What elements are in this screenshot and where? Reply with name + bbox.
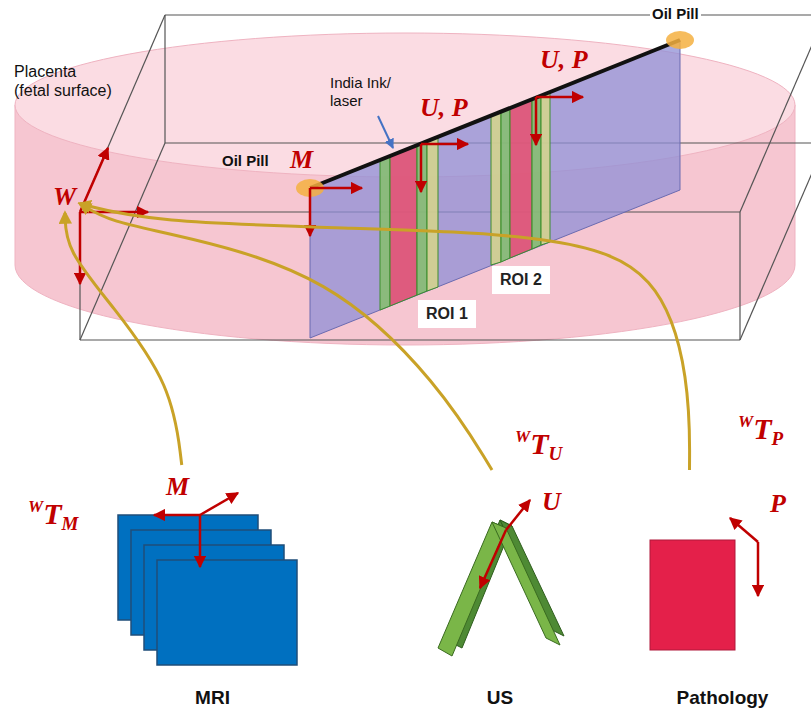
us-slice <box>427 137 438 291</box>
axis-arrow <box>421 143 468 146</box>
label-part: P <box>771 428 783 449</box>
label-part: M <box>61 513 78 534</box>
us-slice <box>501 108 510 262</box>
mri-stack: M MRI <box>110 465 315 715</box>
us-slice <box>417 141 427 295</box>
coordinate-frames <box>80 97 583 284</box>
frame-origin: W <box>50 182 80 213</box>
label-part: U <box>548 443 562 464</box>
frame-label: P <box>770 490 786 519</box>
label-part: T <box>43 497 61 530</box>
box-edge <box>740 143 811 340</box>
axis-arrow <box>730 518 758 542</box>
box-edge <box>164 15 165 143</box>
us-sheet <box>438 522 506 656</box>
axis-arrow <box>420 144 423 192</box>
marker-label: Oil Pill <box>650 5 701 23</box>
label-part: W <box>28 497 43 516</box>
leader-line <box>378 116 393 148</box>
us-slice <box>532 95 541 249</box>
frame-label: U <box>542 488 561 517</box>
modality-label: US <box>420 687 580 710</box>
us-slice <box>541 92 550 245</box>
transform-label: WTM <box>28 498 78 533</box>
marker-label: India Ink/ laser <box>330 74 402 110</box>
axis-arrow <box>310 187 362 190</box>
box-edge <box>79 212 80 340</box>
mri-stack-drawing <box>110 465 315 715</box>
marker-label: Oil Pill <box>222 152 269 170</box>
axis-arrow <box>80 148 108 212</box>
axis-arrow <box>480 530 506 588</box>
axis-arrow <box>309 188 312 236</box>
modality-label: Pathology <box>640 687 805 710</box>
frame-label: U, P <box>540 46 588 75</box>
pathology-slide: P Pathology <box>640 470 805 715</box>
axis-arrow <box>536 96 583 99</box>
box-edge <box>80 143 165 340</box>
axis-arrow <box>506 500 530 530</box>
ink-line <box>310 40 680 188</box>
box-edge <box>80 15 165 212</box>
node-text: W <box>53 183 77 212</box>
organ-label: Placenta (fetal surface) <box>14 62 114 100</box>
box-edge <box>739 212 740 340</box>
volume-box <box>80 15 811 340</box>
transform-arrow <box>80 204 492 470</box>
transform-label: WTU <box>515 428 562 463</box>
frame-label: M <box>166 473 189 502</box>
transform-arrow <box>80 204 690 470</box>
imaging-plane <box>310 40 680 338</box>
axis-arrow <box>200 493 238 515</box>
axis-arrow <box>535 97 538 145</box>
pathology-section <box>650 540 735 650</box>
transform-label: WTP <box>738 413 783 448</box>
pathology-slice <box>510 99 532 258</box>
label-part: W <box>738 412 753 431</box>
pathology-slice <box>390 145 417 306</box>
transform-arrow <box>65 213 182 465</box>
label-part: T <box>530 427 548 460</box>
label-part: W <box>515 427 530 446</box>
frame-label: U, P <box>420 94 468 123</box>
us-slice <box>491 112 501 265</box>
node-text: ROI 2 <box>500 270 542 289</box>
label-part: T <box>753 412 771 445</box>
node-text: ROI 1 <box>426 304 468 323</box>
axis-arrow <box>199 515 202 567</box>
mri-slice <box>157 560 297 665</box>
box-edge <box>80 339 740 340</box>
axis-arrow <box>154 514 200 517</box>
us-slice <box>380 156 390 310</box>
oil-pill <box>666 31 694 49</box>
us-sheets: U US <box>420 470 580 715</box>
axis-arrow <box>757 542 760 596</box>
roi-box: ROI 2 <box>492 266 550 294</box>
axis-arrow <box>79 212 82 284</box>
frame-label: M <box>290 146 313 175</box>
box-edge <box>740 15 811 212</box>
modality-label: MRI <box>110 687 315 710</box>
roi-box: ROI 1 <box>418 300 476 328</box>
box-edge <box>165 14 811 15</box>
